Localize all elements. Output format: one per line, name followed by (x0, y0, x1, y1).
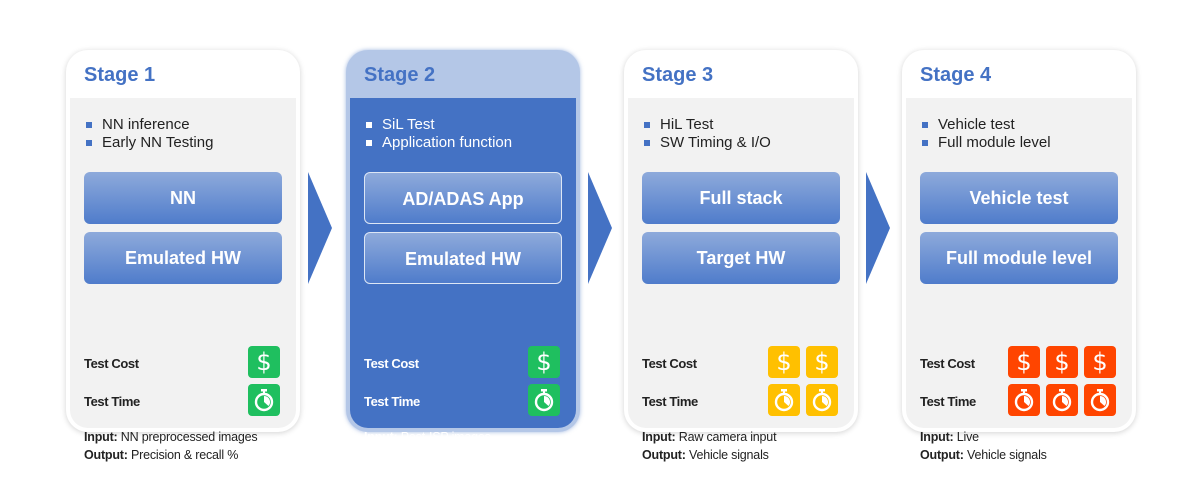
output-label: Output: (920, 448, 964, 462)
test-cost-label: Test Cost (642, 356, 697, 371)
stack-box-bottom: Target HW (642, 232, 840, 284)
stack-box-top: NN (84, 172, 282, 224)
stack-box-bottom: Emulated HW (364, 232, 562, 284)
test-cost-label: Test Cost (364, 356, 419, 371)
input-output: Input: Raw camera input Output: Vehicle … (642, 428, 777, 464)
dollar-icon: $ (1046, 346, 1078, 378)
test-cost-rating: $$ (768, 346, 838, 378)
dollar-icon: $ (1084, 346, 1116, 378)
input-label: Input: (84, 430, 118, 444)
output-value: Perception, feature & SOTIF (411, 448, 564, 462)
test-time-rating (768, 384, 838, 416)
stopwatch-icon (1084, 384, 1116, 416)
stage-body: SiL Test Application function AD/ADAS Ap… (350, 98, 576, 462)
test-time-rating (248, 384, 280, 416)
input-output: Input: NN preprocessed images Output: Pr… (84, 428, 258, 464)
bullet-list: HiL Test SW Timing & I/O (642, 116, 771, 152)
stage-card: Stage 1 NN inference Early NN Testing NN… (66, 50, 300, 462)
stage-body: HiL Test SW Timing & I/O Full stack Targ… (628, 98, 854, 462)
stack-box-top: Full stack (642, 172, 840, 224)
bullet-list: SiL Test Application function (364, 116, 512, 152)
test-time-rating (528, 384, 560, 416)
test-cost-label: Test Cost (84, 356, 139, 371)
input-value: NN preprocessed images (120, 430, 258, 444)
test-time-label: Test Time (920, 394, 976, 409)
bullet-item: Application function (364, 134, 512, 152)
stopwatch-icon (768, 384, 800, 416)
dollar-icon: $ (528, 346, 560, 378)
test-time-label: Test Time (642, 394, 698, 409)
stage-title: Stage 2 (364, 64, 436, 86)
input-label: Input: (364, 430, 398, 444)
test-cost-rating: $ (528, 346, 560, 378)
bullet-item: SiL Test (364, 116, 512, 134)
stage-title: Stage 4 (920, 64, 992, 86)
input-value: Live (956, 430, 979, 444)
stage-card: Stage 4 Vehicle test Full module level V… (902, 50, 1136, 462)
arrow-right-icon (588, 172, 612, 284)
stopwatch-icon (248, 384, 280, 416)
bullet-list: NN inference Early NN Testing (84, 116, 213, 152)
bullet-list: Vehicle test Full module level (920, 116, 1051, 152)
stopwatch-icon (528, 384, 560, 416)
input-output: Input: Post-ISP images Output: Perceptio… (364, 428, 564, 464)
stopwatch-icon (1046, 384, 1078, 416)
dollar-icon: $ (1008, 346, 1040, 378)
output-label: Output: (84, 448, 128, 462)
output-value: Vehicle signals (689, 448, 769, 462)
bullet-item: Full module level (920, 134, 1051, 152)
dollar-icon: $ (248, 346, 280, 378)
test-cost-rating: $ (248, 346, 280, 378)
stage-card: Stage 2 SiL Test Application function AD… (346, 50, 580, 462)
stack-box-top: AD/ADAS App (364, 172, 562, 224)
stage-title: Stage 3 (642, 64, 714, 86)
bullet-item: Early NN Testing (84, 134, 213, 152)
stack-box-bottom: Full module level (920, 232, 1118, 284)
test-time-label: Test Time (364, 394, 420, 409)
output-value: Vehicle signals (967, 448, 1047, 462)
bullet-item: HiL Test (642, 116, 771, 134)
bullet-item: SW Timing & I/O (642, 134, 771, 152)
bullet-item: Vehicle test (920, 116, 1051, 134)
test-time-label: Test Time (84, 394, 140, 409)
arrow-right-icon (866, 172, 890, 284)
bullet-item: NN inference (84, 116, 213, 134)
test-cost-rating: $$$ (1008, 346, 1116, 378)
output-label: Output: (364, 448, 408, 462)
stage-card: Stage 3 HiL Test SW Timing & I/O Full st… (624, 50, 858, 462)
stack-box-top: Vehicle test (920, 172, 1118, 224)
input-label: Input: (642, 430, 676, 444)
test-cost-label: Test Cost (920, 356, 975, 371)
output-value: Precision & recall % (131, 448, 239, 462)
stopwatch-icon (1008, 384, 1040, 416)
input-label: Input: (920, 430, 954, 444)
input-value: Post-ISP images (400, 430, 491, 444)
input-value: Raw camera input (678, 430, 777, 444)
test-time-rating (1008, 384, 1116, 416)
input-output: Input: Live Output: Vehicle signals (920, 428, 1047, 464)
stage-body: NN inference Early NN Testing NN Emulate… (70, 98, 296, 462)
stage-title: Stage 1 (84, 64, 156, 86)
stage-body: Vehicle test Full module level Vehicle t… (906, 98, 1132, 462)
arrow-right-icon (308, 172, 332, 284)
stopwatch-icon (806, 384, 838, 416)
output-label: Output: (642, 448, 686, 462)
stack-box-bottom: Emulated HW (84, 232, 282, 284)
dollar-icon: $ (768, 346, 800, 378)
dollar-icon: $ (806, 346, 838, 378)
